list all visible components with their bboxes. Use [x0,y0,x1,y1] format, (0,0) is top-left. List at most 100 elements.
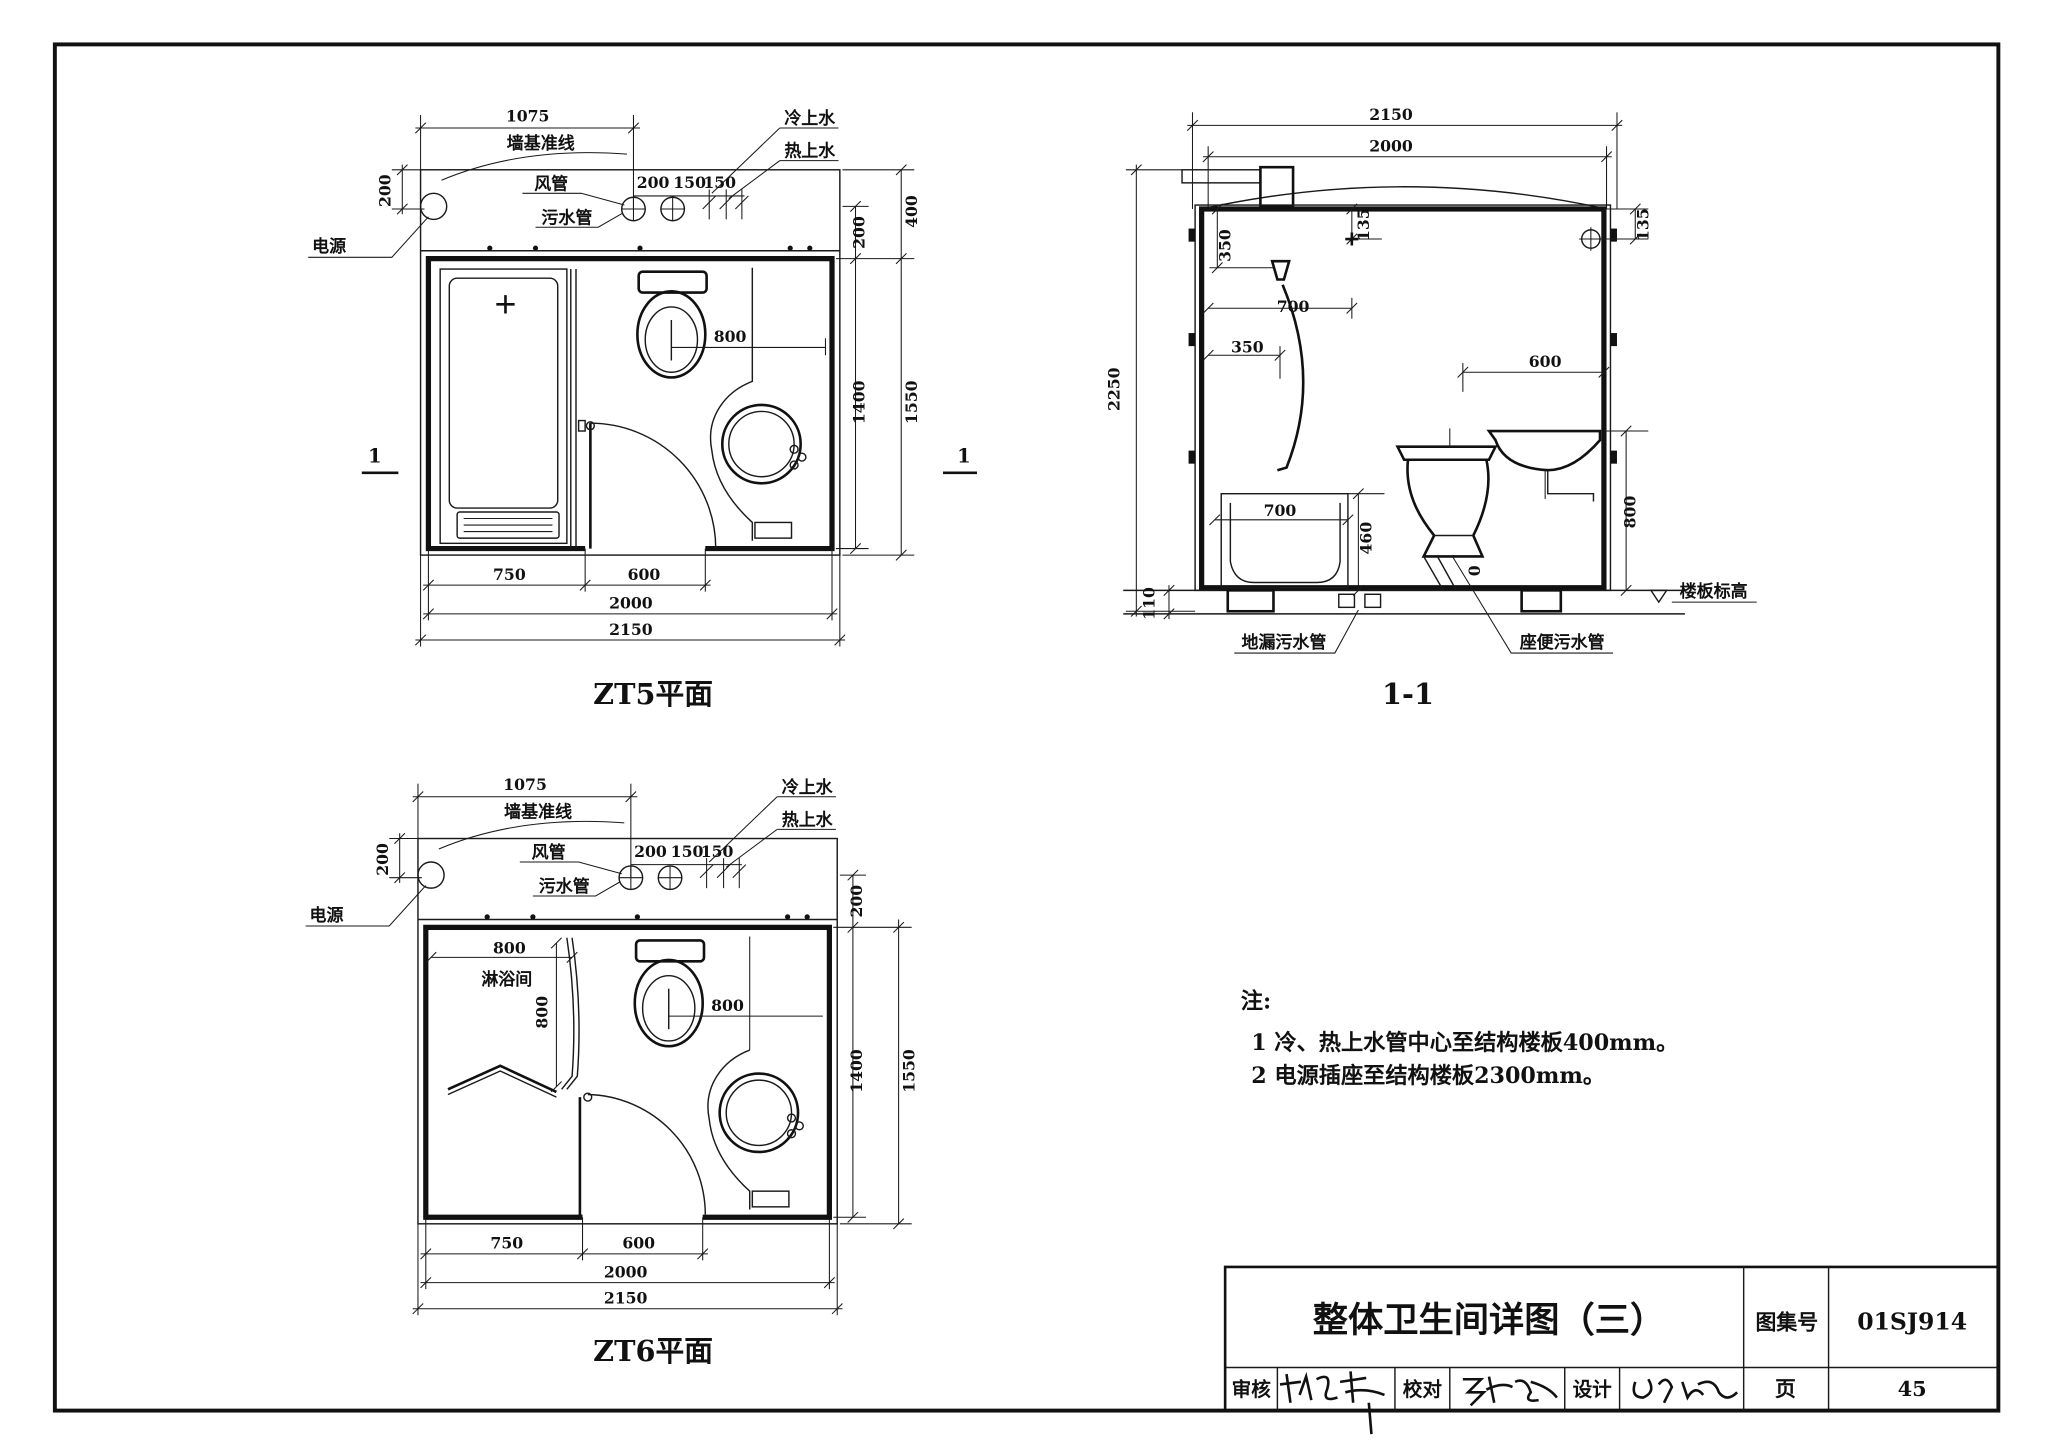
dim-200-left: 200 [376,174,395,207]
zt6-caption: ZT6平面 [593,1334,713,1368]
section-mark-left: 1 [368,444,382,467]
notes: 注: 1 冷、热上水管中心至结构楼板400mm。 2 电源插座至结构楼板2300… [1241,987,1679,1088]
sec-dim-700-tub: 700 [1264,501,1297,520]
page-label: 页 [1775,1376,1796,1401]
dim-1400: 1400 [847,1049,866,1093]
pipe-spacing-1: 200 [634,842,667,861]
roof [1201,186,1607,210]
dim-600: 600 [628,565,661,584]
sec-dim-350: 350 [1231,338,1264,357]
shower-depth-dim: 800 [532,996,551,1029]
toilet [636,270,826,379]
pipe-spacing-1: 200 [637,173,670,192]
dim-400: 400 [902,195,921,228]
title-block: 整体卫生间详图（三） 图集号 01SJ914 审核 校对 设计 页 45 [1223,1265,1999,1435]
dim-1075: 1075 [503,775,547,794]
pipe-spacing-3: 150 [703,173,736,192]
zt5-caption: ZT5平面 [593,677,713,711]
shower-enclosure [425,937,580,1098]
floor-level-label: 楼板标高 [1680,581,1748,602]
dim-200-left: 200 [373,843,392,876]
proofread-label: 校对 [1403,1378,1443,1401]
zt6-plan: 800 淋浴间 800 800 [305,775,918,1368]
note-1: 1 冷、热上水管中心至结构楼板400mm。 [1251,1029,1678,1056]
toilet-section [1395,428,1498,558]
dim-600: 600 [622,1234,655,1253]
unit-wall [1199,206,1607,591]
dim-2150: 2150 [604,1288,648,1307]
hot-water-label: 热上水 [784,141,836,162]
toilet-dim-800: 800 [711,996,744,1015]
shower-width-dim: 800 [493,938,526,957]
sec-dim-135-left: 135 [1354,208,1373,241]
section-mark-right: 1 [957,444,971,467]
power-label: 电源 [310,905,344,926]
sec-dim-350-top: 350 [1215,229,1234,262]
shower-label: 淋浴间 [481,969,532,990]
dim-2000: 2000 [609,594,653,613]
cold-water-label: 冷上水 [782,777,834,798]
dim-200-right: 200 [850,216,869,249]
toilet-drain-label: 座便污水管 [1520,632,1605,653]
door [577,419,717,549]
sec-dim-2150: 2150 [1369,105,1413,124]
atlas-label: 图集号 [1755,1310,1818,1335]
sec-dim-2000: 2000 [1369,137,1413,156]
dim-2150: 2150 [609,620,653,639]
dim-2000: 2000 [604,1262,648,1281]
pipe-spacing-2: 150 [673,173,706,192]
air-duct-label: 风管 [532,842,566,863]
review-label: 审核 [1232,1378,1272,1401]
dim-1550: 1550 [899,1049,918,1093]
pipe-spacing-2: 150 [671,842,704,861]
sec-dim-110: 110 [1140,587,1159,620]
shower-head-icon [1270,259,1305,472]
sec-dim-700-shower: 700 [1277,297,1310,316]
cold-water-label: 冷上水 [784,108,836,129]
power-label: 电源 [312,236,346,257]
sec-dim-460: 460 [1356,522,1375,555]
bathtub [439,268,568,545]
note-2: 2 电源插座至结构楼板2300mm。 [1251,1062,1605,1089]
pipe-group [618,858,747,891]
atlas-number: 01SJ914 [1857,1308,1967,1336]
signature-review [1279,1371,1385,1435]
floor-drain-label: 地漏污水管 [1241,632,1326,653]
sink [707,1049,804,1210]
sheet-title: 整体卫生间详图（三） [1313,1300,1666,1341]
dim-750: 750 [493,565,526,584]
sec-dim-600: 600 [1529,352,1562,371]
dim-750: 750 [490,1234,523,1253]
hot-water-label: 热上水 [782,809,834,830]
sec-dim-0: 0 [1465,565,1484,576]
dim-1550: 1550 [902,380,921,424]
notes-heading: 注: [1241,987,1271,1014]
pipe-group [620,189,749,222]
section-1-1: 2150 2000 2250 350 13 [1104,105,1757,711]
toilet [633,936,823,1051]
dim-1400: 1400 [850,380,869,424]
page-number: 45 [1898,1376,1927,1401]
zt5-plan: 800 200 400 1400 1550 1 [308,106,977,711]
bathtub-section [1220,492,1349,589]
wall-datum-label: 墙基准线 [504,802,572,823]
section-caption: 1-1 [1382,677,1434,711]
signature-proofread [1462,1376,1558,1407]
dim-1075: 1075 [506,106,550,125]
air-duct-label: 风管 [534,173,568,194]
power-outlet-icon [419,192,448,221]
room-wall [425,255,835,552]
sec-dim-2250: 2250 [1104,367,1123,411]
sheet-border [52,42,2001,1413]
dim-200-right: 200 [847,885,866,918]
sewage-pipe-label: 污水管 [539,876,590,897]
toilet-dim-800: 800 [714,327,747,346]
wall-datum-label: 墙基准线 [507,133,575,154]
power-outlet-icon [417,861,445,889]
pipe-spacing-3: 150 [701,842,734,861]
sewage-pipe-label: 污水管 [541,207,592,228]
sec-dim-135-right: 135 [1633,208,1652,241]
signature-design [1632,1378,1739,1404]
design-label: 设计 [1573,1378,1613,1401]
